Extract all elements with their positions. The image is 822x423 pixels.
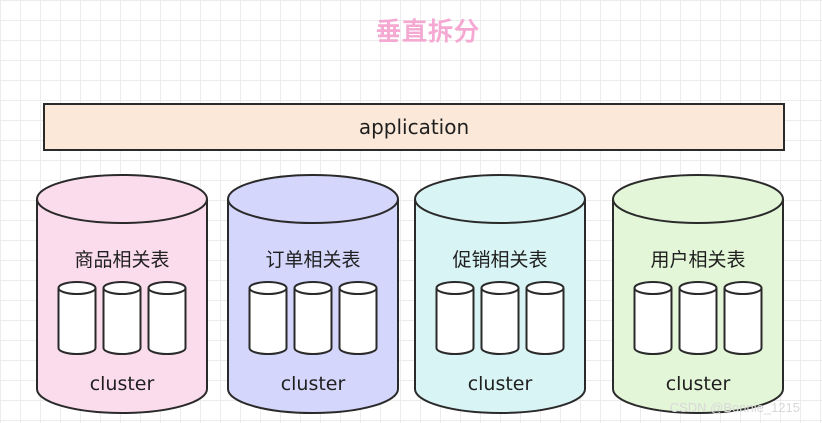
cluster-label: cluster [467, 373, 533, 395]
cluster-node-1 [57, 281, 97, 355]
application-box: application [43, 103, 785, 151]
database-name: 促销相关表 [452, 249, 548, 271]
database-cylinder-shape [414, 174, 586, 414]
cluster-node-3 [525, 281, 565, 355]
cluster-node-2 [480, 281, 520, 355]
cluster-label: cluster [665, 373, 731, 395]
cluster-node-3 [338, 281, 378, 355]
database-name: 订单相关表 [265, 249, 361, 271]
watermark: CSDN @Bonnie_1215 [669, 400, 800, 415]
cluster-node-1 [435, 281, 475, 355]
cluster-node-2 [678, 281, 718, 355]
cluster-node-2 [102, 281, 142, 355]
application-label: application [358, 115, 470, 139]
cluster-node-1 [633, 281, 673, 355]
database-cylinder-shape [227, 174, 399, 414]
database-cylinder-promotions: 促销相关表 cluster [414, 174, 586, 414]
database-cylinder-goods: 商品相关表 cluster [36, 174, 208, 414]
database-cylinder-users: 用户相关表 cluster [612, 174, 784, 414]
cluster-label: cluster [89, 373, 155, 395]
cluster-label: cluster [280, 373, 346, 395]
database-cylinder-orders: 订单相关表 cluster [227, 174, 399, 414]
cluster-node-3 [147, 281, 187, 355]
database-name: 用户相关表 [650, 249, 746, 271]
cluster-node-1 [248, 281, 288, 355]
diagram-title: 垂直拆分 [375, 17, 480, 46]
database-name: 商品相关表 [74, 249, 170, 271]
cluster-node-2 [293, 281, 333, 355]
database-cylinder-shape [612, 174, 784, 414]
database-cylinder-shape [36, 174, 208, 414]
cluster-node-3 [723, 281, 763, 355]
